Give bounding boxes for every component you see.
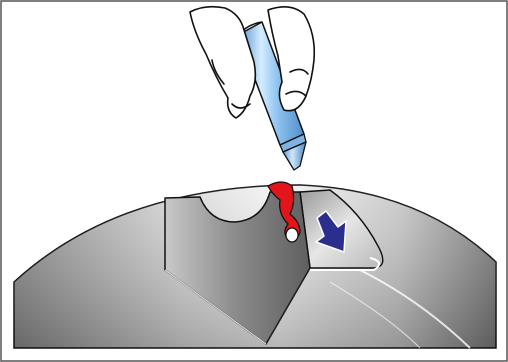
illustration-canvas <box>0 0 508 362</box>
illustration-frame <box>0 0 508 362</box>
